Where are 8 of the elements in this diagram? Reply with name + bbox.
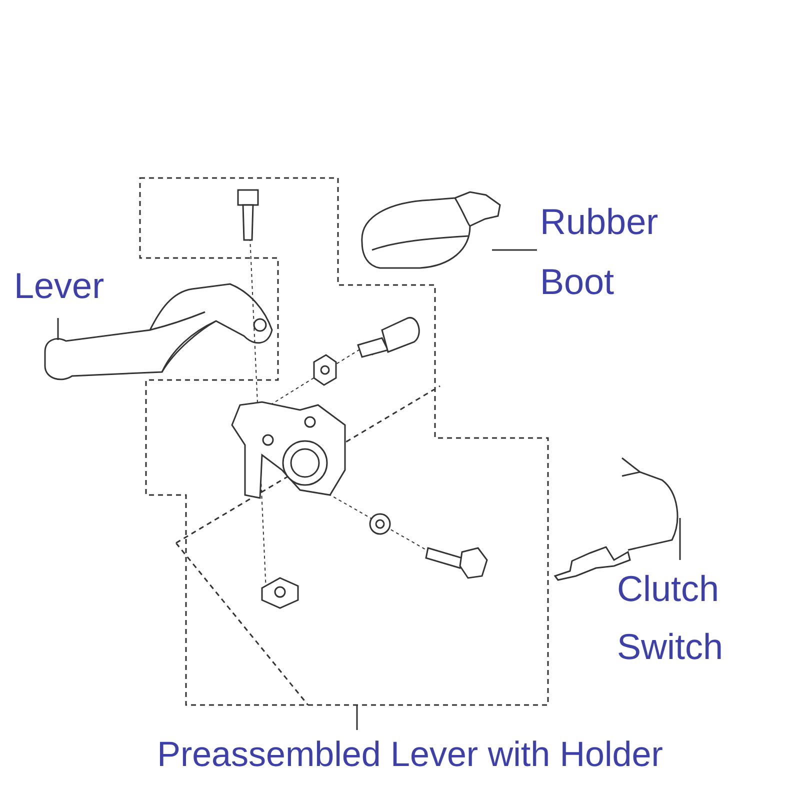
leader-line (679, 518, 681, 560)
part-label: Lever (14, 265, 104, 306)
leader-line (356, 705, 358, 730)
leader-line (57, 318, 59, 340)
part-label: Rubber Boot (540, 201, 658, 302)
leader-line (492, 249, 537, 251)
part-label: Clutch Switch (617, 568, 724, 667)
part-label: Preassembled Lever with Holder (157, 735, 663, 774)
